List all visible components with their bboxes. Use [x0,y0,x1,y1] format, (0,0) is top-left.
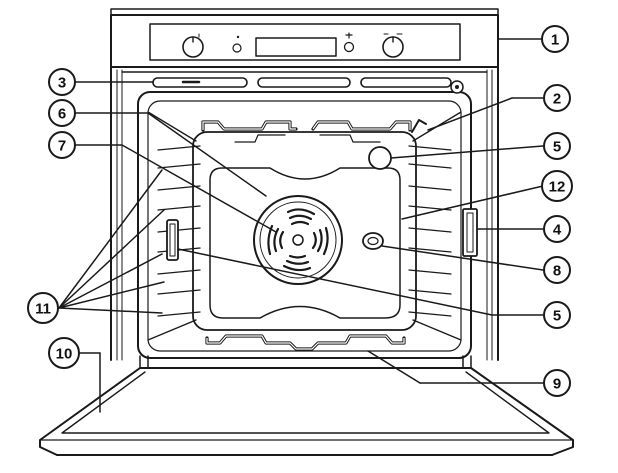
panel-button-left [232,43,242,53]
callout-9: 9 [543,369,571,397]
callout-5-upper: 5 [543,132,571,160]
callout-3-number: 3 [58,75,66,92]
callout-7: 7 [48,131,76,159]
leader-lines [58,38,544,413]
callout-10-number: 10 [56,346,73,363]
callout-7-number: 7 [58,138,66,155]
callout-5-upper-number: 5 [553,139,561,156]
fan-assembly [253,195,343,285]
cooling-vents [152,77,452,88]
callout-5-lower-number: 5 [553,308,561,325]
shelf-rails-left [157,145,201,317]
oven-door [39,367,574,456]
callout-3: 3 [48,68,76,96]
shelf-rails-right [408,145,452,317]
callout-1-number: 1 [551,32,559,49]
callout-11-number: 11 [35,301,51,318]
callout-6: 6 [48,99,76,127]
side-light-left [166,219,179,261]
fan-blades [267,208,329,272]
display-window [255,37,337,57]
callout-5-lower: 5 [543,301,571,329]
callout-9-number: 9 [553,376,561,393]
callout-12-number: 12 [549,179,566,196]
callout-12: 12 [541,170,573,202]
control-panel [110,8,499,68]
callout-2-number: 2 [553,91,561,108]
callout-4-number: 4 [553,222,562,239]
callout-8-number: 8 [553,263,561,280]
side-light-right [462,208,478,257]
top-heating-element [201,119,427,143]
callout-11: 11 [27,292,59,324]
callout-1: 1 [541,25,569,53]
callout-4: 4 [543,215,571,243]
oven-light [368,146,392,170]
callout-6-number: 6 [58,106,66,123]
callout-10: 10 [48,337,80,369]
callout-8: 8 [543,256,571,284]
bottom-heating-element [205,334,406,351]
panel-button-right [343,41,355,53]
callout-2: 2 [543,84,571,112]
rear-socket [362,232,384,250]
